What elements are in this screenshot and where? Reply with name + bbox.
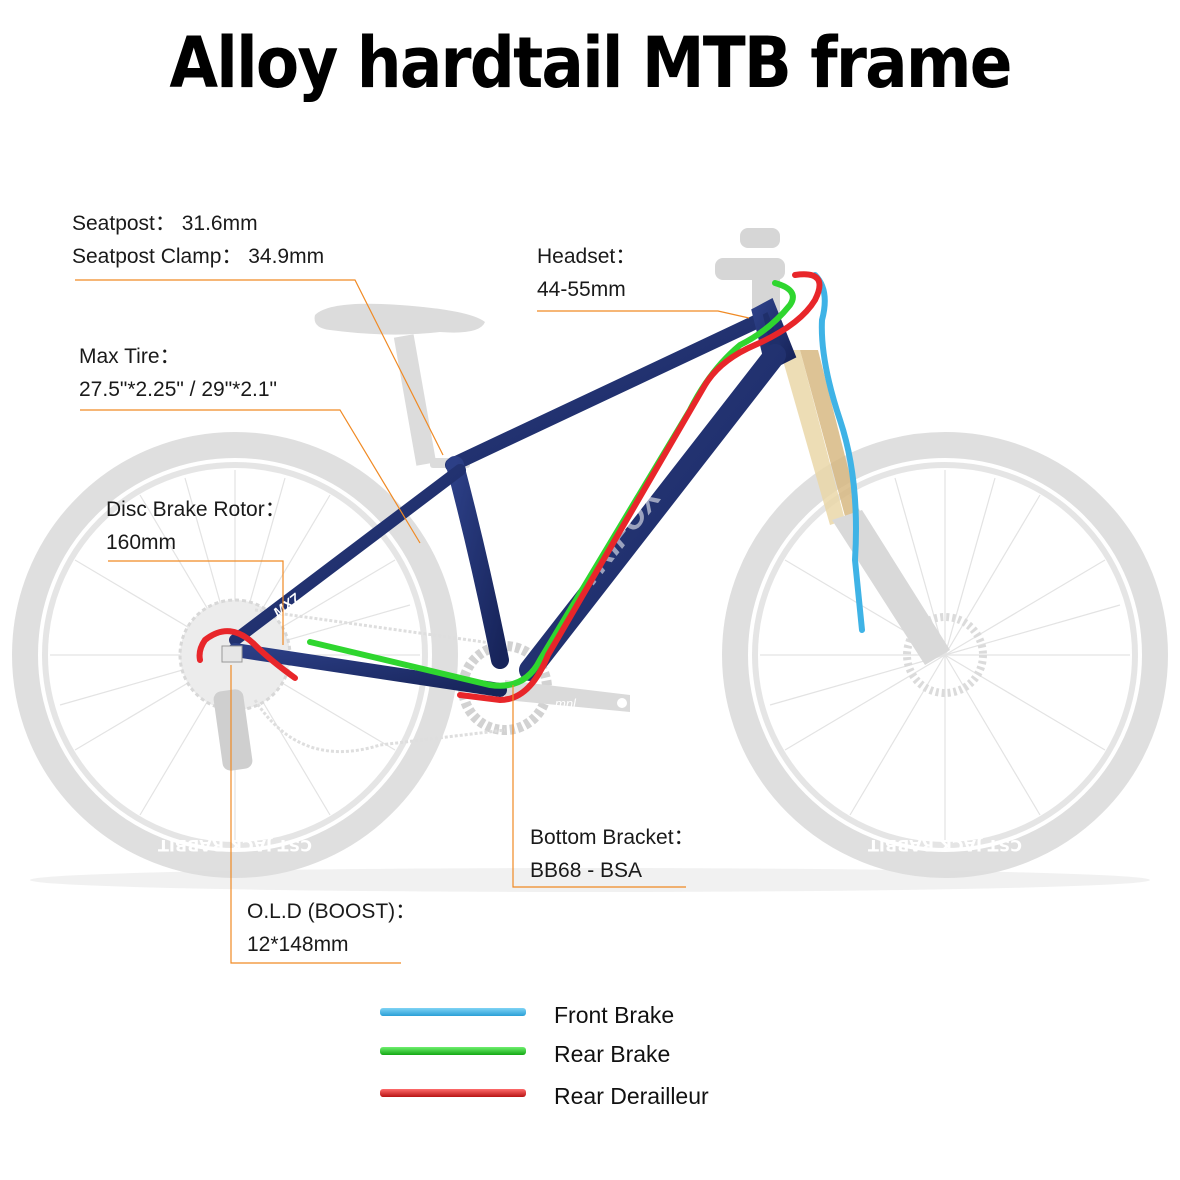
max-tire-heading: Max Tire： (79, 345, 181, 368)
cable-routing (196, 271, 865, 704)
max-tire-value: 27.5"*2.25" / 29"*2.1" (79, 378, 277, 401)
dropout (221, 645, 243, 663)
label-bottom-bracket: Bottom Bracket： BB68 - BSA (530, 821, 695, 887)
label-seatpost: Seatpost： 31.6mm Seatpost Clamp： 34.9mm (72, 207, 324, 273)
leader-disc-rotor (108, 560, 284, 645)
rear-derailleur (213, 689, 253, 771)
chain-stay (228, 643, 507, 697)
legend-item-front-brake: Front Brake (380, 1002, 674, 1028)
front-wheel: CST JACK RABBIT (722, 432, 1168, 878)
rear-derailleur-cable (457, 271, 823, 704)
old-value: 12*148mm (247, 933, 349, 956)
headset-value: 44-55mm (537, 278, 626, 301)
rear-derailleur-cable-end (196, 628, 298, 681)
brake-rotor (903, 613, 987, 697)
leader-seatpost (75, 279, 444, 456)
page-title: Alloy hardtail MTB frame (169, 22, 1012, 104)
top-tube (445, 313, 767, 472)
seat-stay (229, 464, 466, 646)
bottom-bracket-heading: Bottom Bracket： (530, 826, 695, 849)
tire-text-rear: CST JACK RABBIT (158, 836, 312, 855)
handlebar-stem (715, 228, 785, 315)
front-brake-swatch (380, 1008, 526, 1016)
old-heading: O.L.D (BOOST)： (247, 900, 417, 923)
suspension-fork (780, 350, 950, 665)
leader-max-tire (80, 409, 421, 544)
legend-label: Front Brake (554, 1002, 675, 1028)
rear-brake-cable (307, 280, 796, 689)
rear-wheel: CST JACK RABBIT (12, 432, 458, 878)
disc-rotor-heading: Disc Brake Rotor： (106, 498, 286, 521)
legend-item-rear-derailleur: Rear Derailleur (380, 1083, 709, 1109)
label-old-boost: O.L.D (BOOST)： 12*148mm (247, 895, 416, 961)
legend-label: Rear Brake (554, 1041, 671, 1067)
rear-derailleur-swatch (380, 1089, 526, 1097)
ground-shadow (30, 868, 1150, 892)
leader-headset (537, 310, 750, 319)
legend-label: Rear Derailleur (554, 1083, 709, 1109)
seatpost-diameter: Seatpost： 31.6mm (72, 212, 258, 235)
rear-brake-swatch (380, 1047, 526, 1055)
seat-tube (446, 456, 509, 669)
leader-bottom-bracket (512, 685, 686, 888)
headset-heading: Headset： (537, 245, 637, 268)
frame (221, 297, 797, 697)
front-brake-cable (812, 272, 865, 633)
label-max-tire: Max Tire： 27.5"*2.25" / 29"*2.1" (79, 340, 277, 406)
label-headset: Headset： 44-55mm (537, 240, 636, 306)
tire-text-front: CST JACK RABBIT (868, 836, 1022, 855)
leader-old (230, 665, 401, 964)
disc-rotor-value: 160mm (106, 531, 177, 554)
label-disc-rotor: Disc Brake Rotor： 160mm (106, 493, 286, 559)
leader-lines (75, 279, 750, 964)
legend-item-rear-brake: Rear Brake (380, 1041, 670, 1067)
bottom-bracket-value: BB68 - BSA (530, 859, 643, 882)
seatpost-clamp: Seatpost Clamp： 34.9mm (72, 245, 325, 268)
saddle-seatpost (314, 303, 485, 468)
crank-brand-text: mnl (555, 696, 577, 711)
chain (253, 608, 506, 753)
